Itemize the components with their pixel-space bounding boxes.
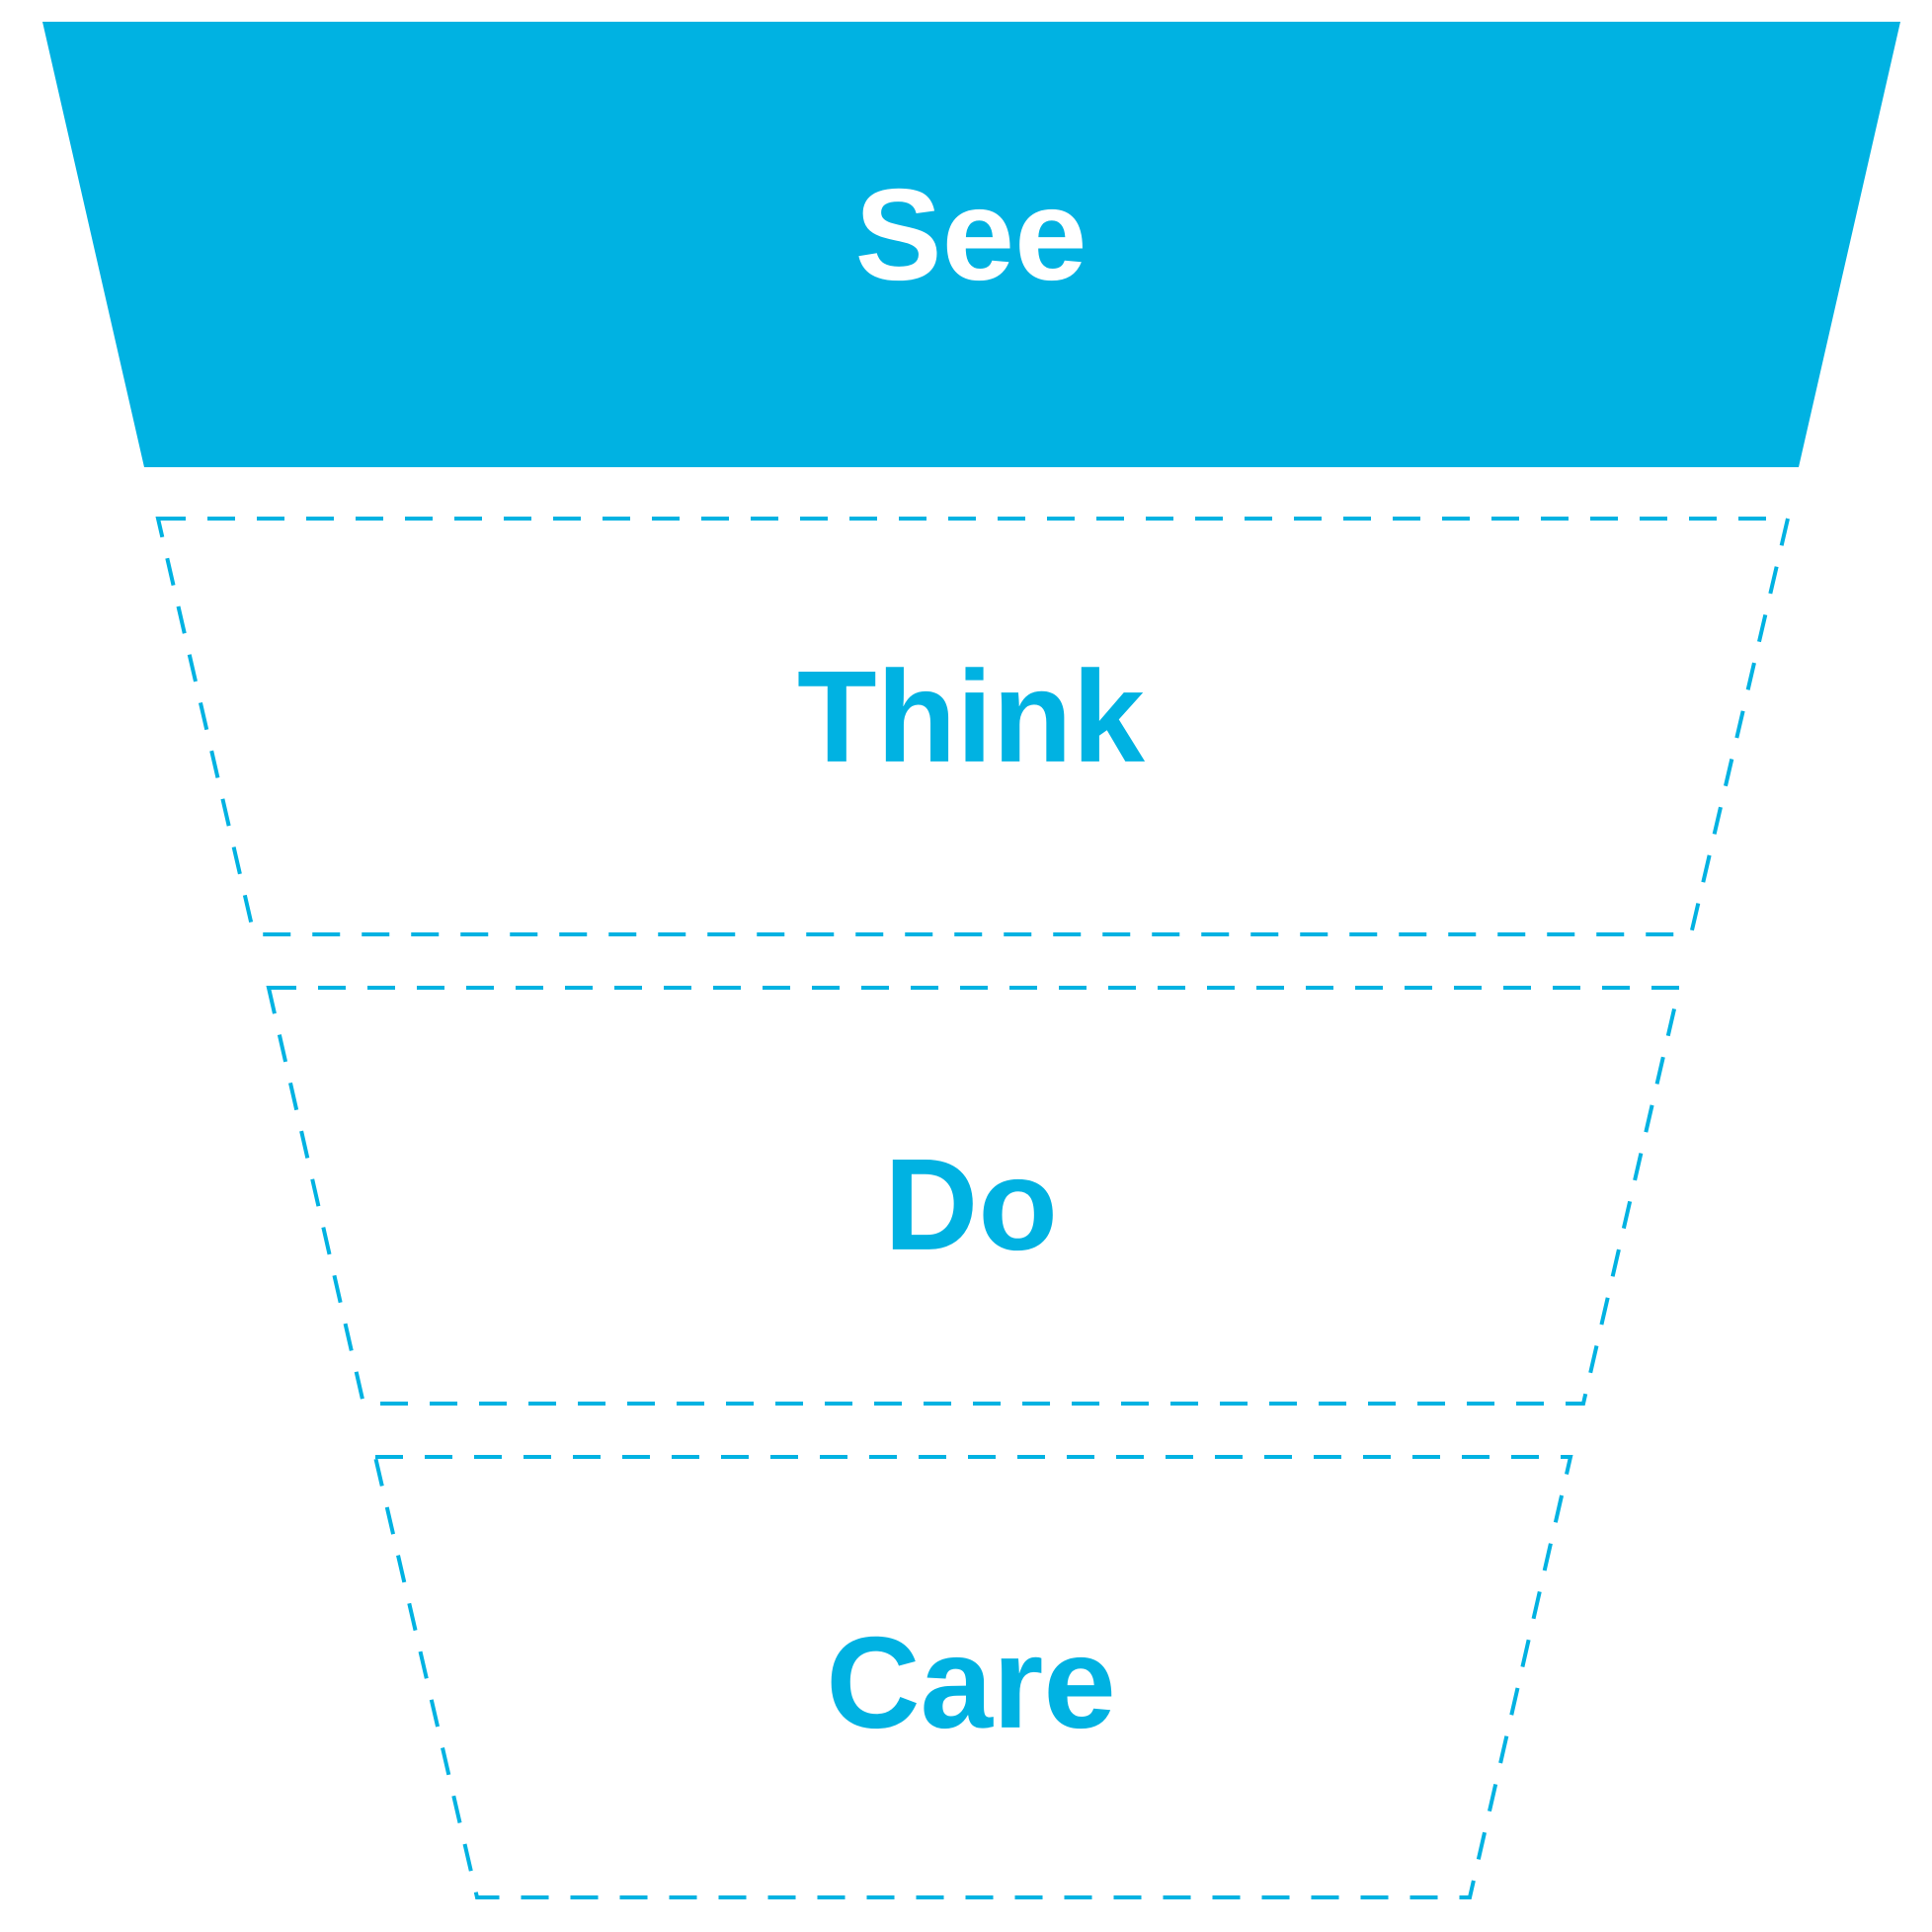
stage-see-label: See: [855, 162, 1087, 307]
stage-do-shape: [266, 986, 1682, 1406]
stage-see: See: [42, 22, 1900, 467]
stage-care-shape: [372, 1455, 1573, 1899]
stage-think-label: Think: [797, 644, 1146, 789]
stage-think-shape: [155, 517, 1791, 936]
stage-do: Do: [266, 986, 1682, 1406]
stage-see-shape: [42, 22, 1900, 467]
stage-care: Care: [372, 1455, 1573, 1899]
stage-think: Think: [155, 517, 1791, 936]
stage-care-label: Care: [826, 1610, 1116, 1755]
stage-do-label: Do: [884, 1132, 1058, 1277]
